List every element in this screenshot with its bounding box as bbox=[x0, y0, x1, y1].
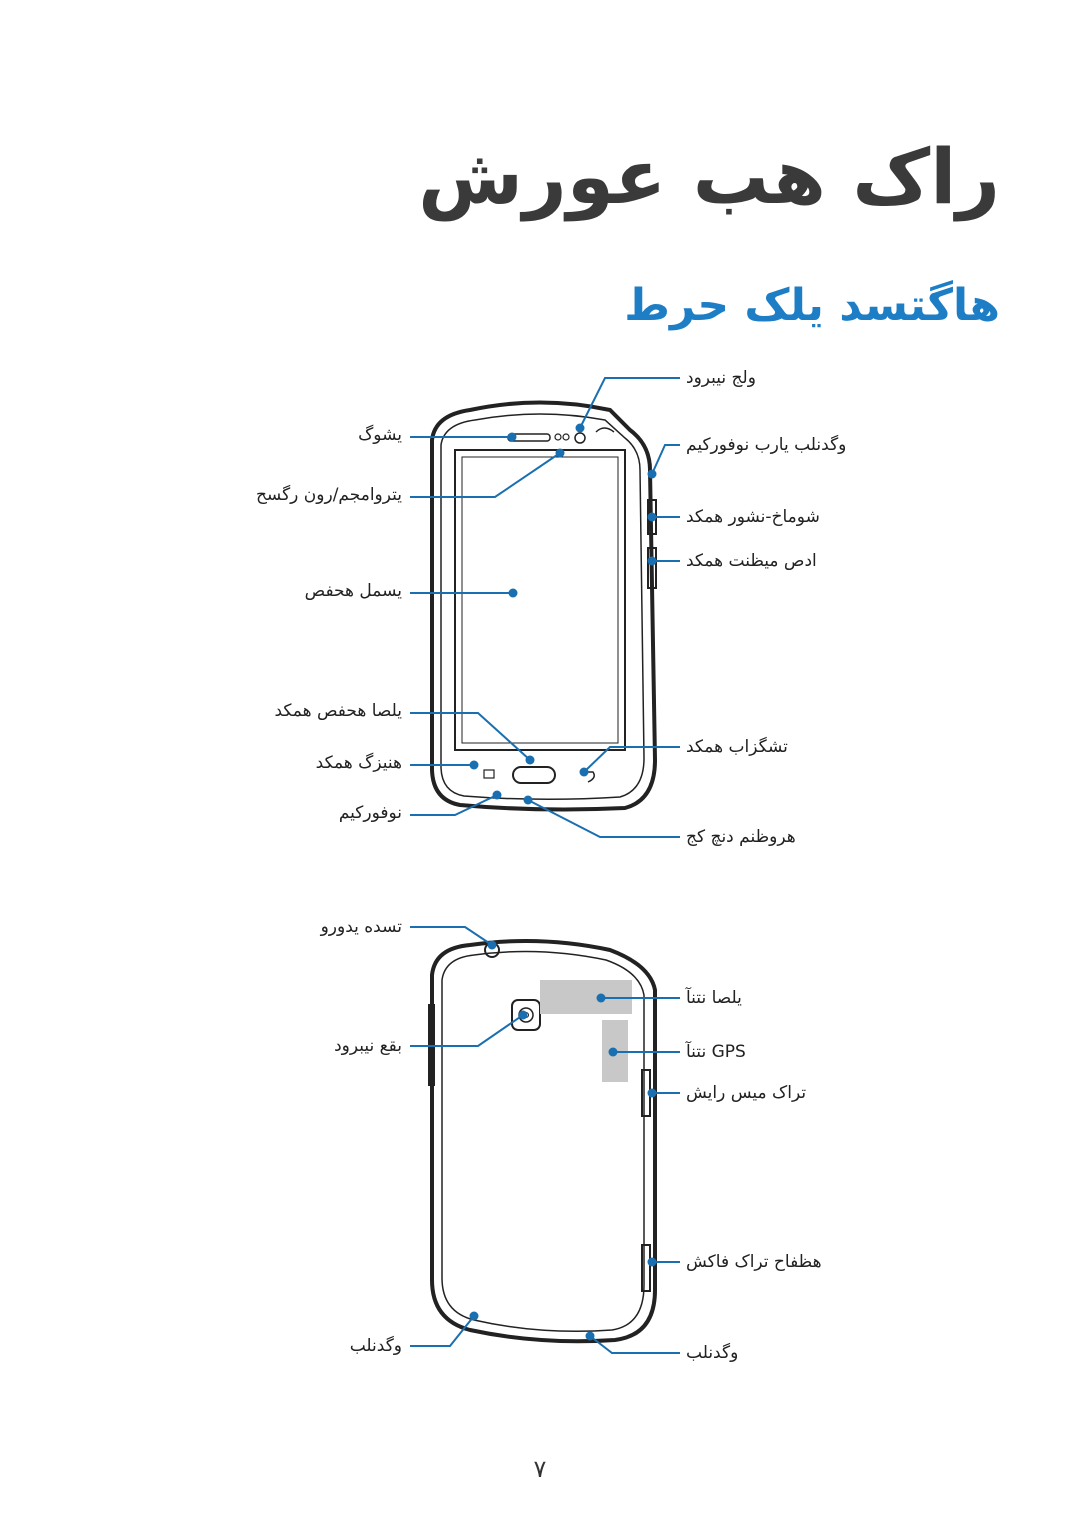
label-volume-key: ادص میظنت همکد bbox=[686, 551, 817, 571]
label-main-antenna: یلصا نتنآ bbox=[686, 988, 742, 1008]
callout-lines bbox=[410, 377, 680, 1354]
page-number: ۷ bbox=[533, 1455, 547, 1483]
label-mf-jack: هروظنم دنچ کج bbox=[686, 827, 796, 847]
label-power-key: شوماخ-نشور همکد bbox=[686, 507, 820, 527]
label-back-key: تشگزاب همکد bbox=[686, 737, 788, 757]
label-sim-slot: تراک میس رایش bbox=[686, 1083, 807, 1103]
label-rear-camera: بقع نیبرود bbox=[334, 1036, 402, 1056]
front-device bbox=[430, 400, 658, 812]
label-memory-slot: هظفاح تراک فاکش bbox=[686, 1252, 822, 1272]
label-front-camera: ولج نیبرود bbox=[686, 368, 756, 388]
label-menu-key: هنیزگ همکد bbox=[315, 753, 402, 773]
label-microphone: نوفورکیم bbox=[338, 803, 402, 823]
label-headset-jack: تسده یدورو bbox=[320, 917, 402, 937]
label-speaker-mic: وگدنلب یارب نوفورکیم bbox=[686, 435, 847, 455]
page-title: راک هب عورش bbox=[418, 132, 1000, 221]
label-earpiece: یشوگ bbox=[358, 425, 402, 445]
label-speaker-left: وگدنلب bbox=[349, 1336, 402, 1356]
callout-dots bbox=[469, 423, 657, 1341]
label-touchscreen: یسمل هحفص bbox=[304, 581, 402, 601]
label-speaker-right: وگدنلب bbox=[686, 1343, 739, 1363]
section-title: هاگتسد یلک حرط bbox=[624, 280, 1000, 331]
label-light-sensor: یتروامجم/رون رگسح bbox=[255, 485, 402, 505]
label-gps-antenna: GPS نتنآ bbox=[686, 1042, 746, 1062]
label-home-key: یلصا هحفص همکد bbox=[274, 701, 402, 721]
